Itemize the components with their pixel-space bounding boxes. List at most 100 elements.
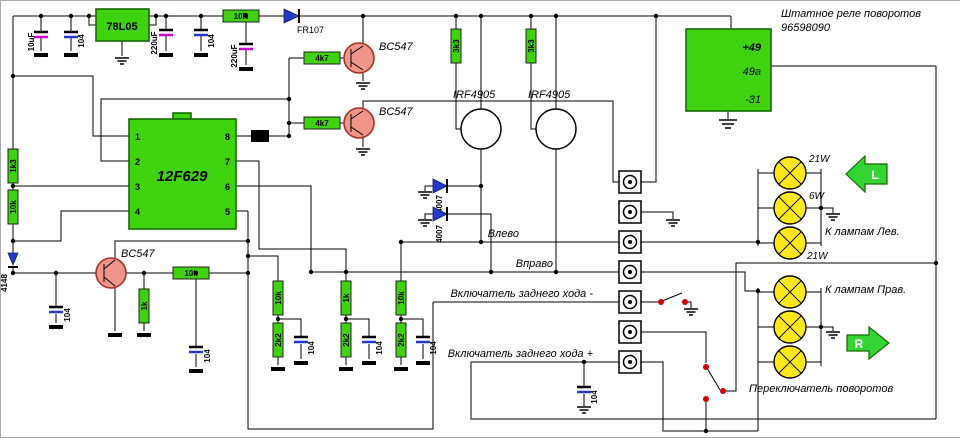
- lamp-group-right: К лампам Прав.: [773, 275, 906, 379]
- mosfet-irf4905-2: IRF4905: [528, 89, 577, 150]
- arrow-left-letter: L: [871, 168, 878, 182]
- resistor-colB-bottom-label: 2k2: [342, 333, 351, 347]
- ground-symbols: [34, 53, 840, 414]
- diode-4007-b: 4007: [432, 206, 448, 243]
- turn-switch-contact-b: [703, 396, 709, 402]
- lamp-6w-left: [773, 191, 807, 225]
- resistor-gate1-label: 3k3: [452, 39, 461, 53]
- switch-contacts: [658, 299, 726, 402]
- mosfet-2-label: IRF4905: [528, 89, 571, 101]
- relay-title-line1: Штатное реле поворотов: [781, 8, 921, 20]
- arrow-right-indicator: R: [846, 325, 890, 361]
- relay-box: +49 49a -31: [685, 28, 772, 112]
- mcu-pin-2: 2: [135, 157, 140, 167]
- cap-104-a-label: 104: [77, 34, 86, 48]
- diode-4007-a-label: 4007: [435, 195, 444, 213]
- diode-fr107: FR107: [283, 8, 324, 35]
- regulator-label: 78L05: [106, 21, 137, 33]
- cap-10uf-label: 10uF: [27, 33, 36, 52]
- terminal-7: [618, 350, 642, 374]
- relay-pin-out: 49a: [743, 66, 761, 78]
- transistor-3-label: BC547: [121, 248, 156, 260]
- lamp-right-mid: [773, 310, 807, 344]
- mosfet-irf4905-1: IRF4905: [453, 89, 502, 150]
- lamp-21w-bottom-label: 21W: [806, 251, 829, 262]
- resistor-10r-label: 10R: [234, 12, 249, 21]
- cap-colA-label: 104: [307, 341, 316, 355]
- lamps-right-label: К лампам Прав.: [825, 284, 906, 296]
- resistor-colA-top-label: 10k: [274, 291, 283, 305]
- diode-4007-b-label: 4007: [435, 225, 444, 243]
- junction-dots: [10, 13, 939, 434]
- diode-4148: 4148: [1, 252, 19, 292]
- signal-reverse-plus-label: Включатель заднего хода +: [448, 348, 594, 360]
- resistor-base1-label: 4k7: [315, 54, 329, 63]
- signal-reverse-minus-label: Включатель заднего хода -: [450, 288, 593, 300]
- lamp-21w-top-label: 21W: [808, 154, 831, 165]
- mcu-pin-3: 3: [135, 182, 140, 192]
- turn-switch-label: Переключатель поворотов: [749, 383, 893, 395]
- transistor-bc547-1: BC547: [343, 41, 414, 74]
- relay-title-line2: 96598090: [781, 22, 831, 34]
- diode-4148-label: 4148: [1, 274, 9, 292]
- terminal-3: [618, 230, 642, 254]
- cap-t3-base-label: 104: [63, 308, 72, 322]
- pin8-component: [251, 130, 269, 142]
- resistor-colA-bottom-label: 2k2: [274, 333, 283, 347]
- signal-right-label: Вправо: [516, 258, 553, 270]
- mosfet-1-label: IRF4905: [453, 89, 496, 101]
- turn-switch-feed: [720, 388, 726, 394]
- mcu-pin-1: 1: [135, 132, 140, 142]
- mcu-pin-5: 5: [225, 207, 230, 217]
- capacitor-labels: 10uF 104 220uF 104 220uF 104 104 104 104…: [27, 31, 599, 403]
- reverse-switch-contact-a: [658, 299, 664, 305]
- terminal-1: [618, 170, 642, 194]
- terminal-2: [618, 200, 642, 224]
- lamp-right-top: [773, 275, 807, 309]
- reverse-switch-contact-b: [682, 299, 688, 305]
- cap-220uf-a-label: 220uF: [150, 31, 159, 54]
- terminal-blocks: [618, 170, 642, 374]
- signal-left-label: Влево: [488, 228, 519, 240]
- lamp-21w-left-bottom: [773, 226, 807, 260]
- transistor-bc547-2: BC547: [343, 106, 414, 139]
- transistor-1-label: BC547: [379, 41, 414, 53]
- lamp-21w-left-top: [773, 156, 807, 190]
- mcu-pin-8: 8: [225, 132, 230, 142]
- lamp-right-bottom: [773, 345, 807, 379]
- cap-colC-label: 104: [429, 341, 438, 355]
- lamps-left-label: К лампам Лев.: [825, 226, 900, 238]
- mcu-label: 12F629: [157, 168, 209, 185]
- mcu-pin-4: 4: [135, 207, 140, 217]
- relay-pin-plus: +49: [742, 42, 762, 54]
- arrow-left-indicator: L: [845, 154, 888, 194]
- cap-t3-out-label: 104: [203, 349, 212, 363]
- lamp-6w-label: 6W: [809, 191, 826, 202]
- terminal-5: [618, 290, 642, 314]
- cap-104-b-label: 104: [207, 34, 216, 48]
- diode-fr107-label: FR107: [297, 25, 324, 35]
- turn-switch-contact-a: [703, 364, 709, 370]
- voltage-regulator: 78L05: [95, 8, 150, 42]
- ground-bars: [34, 53, 430, 373]
- resistor-t3-shunt-label: 1k: [140, 301, 149, 310]
- resistor-gate2-label: 3k3: [527, 39, 536, 53]
- resistor-colB-top-label: 1k: [342, 293, 351, 302]
- resistor-base2-label: 4k7: [315, 119, 329, 128]
- mcu-pin-7: 7: [225, 157, 230, 167]
- resistor-left-top-label: 1k3: [9, 159, 18, 173]
- resistor-left-bottom-label: 10k: [9, 200, 18, 214]
- arrow-right-letter: R: [855, 337, 864, 351]
- transistor-bc547-3: BC547: [95, 248, 156, 289]
- cap-reverse-label: 104: [590, 390, 599, 404]
- terminal-4: [618, 260, 642, 284]
- transistor-2-label: BC547: [379, 106, 414, 118]
- cap-colB-label: 104: [375, 341, 384, 355]
- resistor-t3-series-label: 10k: [184, 269, 198, 278]
- relay-pin-minus: -31: [745, 94, 761, 106]
- resistor-colC-bottom-label: 2k2: [397, 333, 406, 347]
- resistor-colC-top-label: 10k: [397, 291, 406, 305]
- resistors: 10R 4k7 4k7 3k3 3k3 1k3 10k 10k 1k 10k 2…: [7, 9, 537, 358]
